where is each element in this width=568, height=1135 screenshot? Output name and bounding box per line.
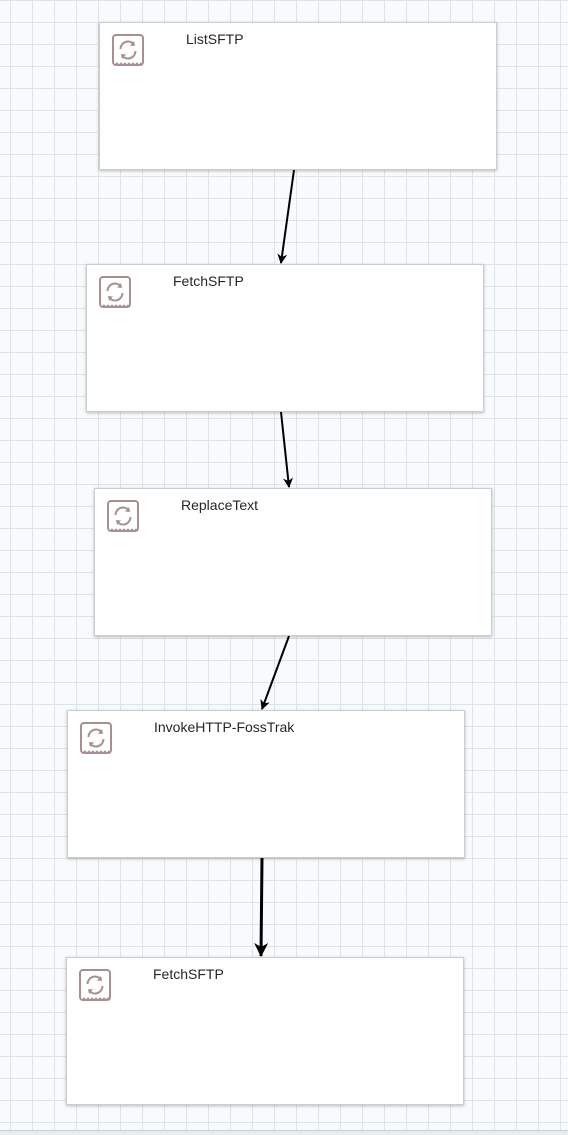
canvas-bottom-edge bbox=[0, 1130, 568, 1135]
processor-invokehttp-fosstrak[interactable]: InvokeHTTP-FossTrak bbox=[67, 710, 465, 858]
processor-name: FetchSFTP bbox=[153, 966, 224, 982]
processor-cycle-icon bbox=[78, 968, 112, 1002]
connection-p1-p2[interactable] bbox=[277, 169, 295, 264]
processor-fetchsftp[interactable]: FetchSFTP bbox=[86, 264, 484, 412]
connection-p3-p4[interactable] bbox=[260, 635, 290, 710]
processor-cycle-icon bbox=[98, 275, 132, 309]
connection-p4-p5[interactable] bbox=[254, 857, 269, 957]
connection-p2-p3[interactable] bbox=[280, 411, 294, 488]
processor-replacetext[interactable]: ReplaceText bbox=[94, 488, 492, 636]
processor-listsftp[interactable]: ListSFTP bbox=[99, 22, 497, 170]
processor-cycle-icon bbox=[111, 33, 145, 67]
processor-cycle-icon bbox=[106, 499, 140, 533]
processor-name: ListSFTP bbox=[186, 31, 244, 47]
processor-name: InvokeHTTP-FossTrak bbox=[154, 719, 295, 735]
processor-name: ReplaceText bbox=[181, 497, 259, 513]
processor-cycle-icon bbox=[79, 721, 113, 755]
processor-name: FetchSFTP bbox=[173, 273, 244, 289]
processor-fetchsftp-2[interactable]: FetchSFTP bbox=[66, 957, 464, 1105]
